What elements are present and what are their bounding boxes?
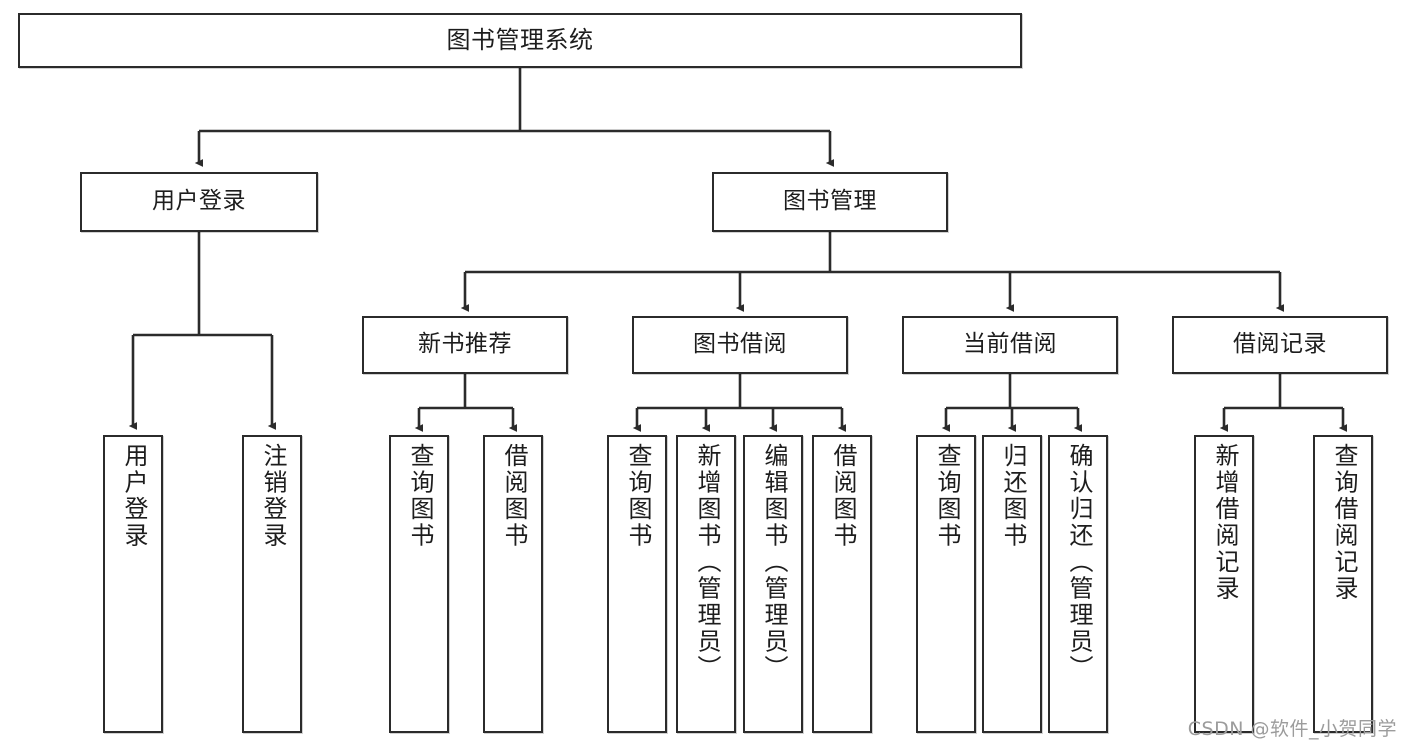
node-leaf-return-book-label: 归还图书: [998, 443, 1027, 549]
node-user-login-label: 用户登录: [152, 188, 246, 215]
node-leaf-query-book-3-label: 查询图书: [932, 443, 961, 549]
node-current-borrow-label: 当前借阅: [963, 331, 1057, 358]
node-root-system[interactable]: 图书管理系统: [18, 13, 1022, 68]
node-leaf-query-record-label: 查询借阅记录: [1329, 443, 1358, 602]
node-user-login[interactable]: 用户登录: [80, 172, 318, 232]
node-leaf-user-login-label: 用户登录: [119, 443, 148, 549]
node-leaf-add-book-label: 新增图书（管理员）: [692, 443, 721, 682]
node-borrow-record[interactable]: 借阅记录: [1172, 316, 1388, 374]
node-leaf-borrow-book-2[interactable]: 借阅图书: [812, 435, 872, 733]
node-leaf-add-book[interactable]: 新增图书（管理员）: [676, 435, 736, 733]
node-borrow-record-label: 借阅记录: [1233, 331, 1327, 358]
node-leaf-add-record[interactable]: 新增借阅记录: [1194, 435, 1254, 733]
node-new-book-recommend-label: 新书推荐: [418, 331, 512, 358]
node-book-borrow-label: 图书借阅: [693, 331, 787, 358]
node-leaf-query-book-2[interactable]: 查询图书: [607, 435, 667, 733]
node-book-borrow[interactable]: 图书借阅: [632, 316, 848, 374]
node-leaf-query-book-1[interactable]: 查询图书: [389, 435, 449, 733]
node-leaf-confirm-return[interactable]: 确认归还（管理员）: [1048, 435, 1108, 733]
node-leaf-borrow-book-1[interactable]: 借阅图书: [483, 435, 543, 733]
node-leaf-add-record-label: 新增借阅记录: [1210, 443, 1239, 602]
node-leaf-user-logout-label: 注销登录: [258, 443, 287, 549]
node-leaf-user-login[interactable]: 用户登录: [103, 435, 163, 733]
node-leaf-query-record[interactable]: 查询借阅记录: [1313, 435, 1373, 733]
node-root-system-label: 图书管理系统: [446, 26, 594, 55]
node-book-admin[interactable]: 图书管理: [712, 172, 948, 232]
node-leaf-edit-book[interactable]: 编辑图书（管理员）: [743, 435, 803, 733]
node-leaf-query-book-2-label: 查询图书: [623, 443, 652, 549]
node-leaf-user-logout[interactable]: 注销登录: [242, 435, 302, 733]
node-leaf-borrow-book-1-label: 借阅图书: [499, 443, 528, 549]
node-leaf-confirm-return-label: 确认归还（管理员）: [1064, 443, 1093, 682]
node-new-book-recommend[interactable]: 新书推荐: [362, 316, 568, 374]
watermark-text: CSDN @软件_小贺同学: [1187, 718, 1397, 740]
node-leaf-return-book[interactable]: 归还图书: [982, 435, 1042, 733]
node-leaf-query-book-1-label: 查询图书: [405, 443, 434, 549]
node-current-borrow[interactable]: 当前借阅: [902, 316, 1118, 374]
node-leaf-query-book-3[interactable]: 查询图书: [916, 435, 976, 733]
node-leaf-edit-book-label: 编辑图书（管理员）: [759, 443, 788, 682]
node-book-admin-label: 图书管理: [783, 188, 877, 215]
node-leaf-borrow-book-2-label: 借阅图书: [828, 443, 857, 549]
